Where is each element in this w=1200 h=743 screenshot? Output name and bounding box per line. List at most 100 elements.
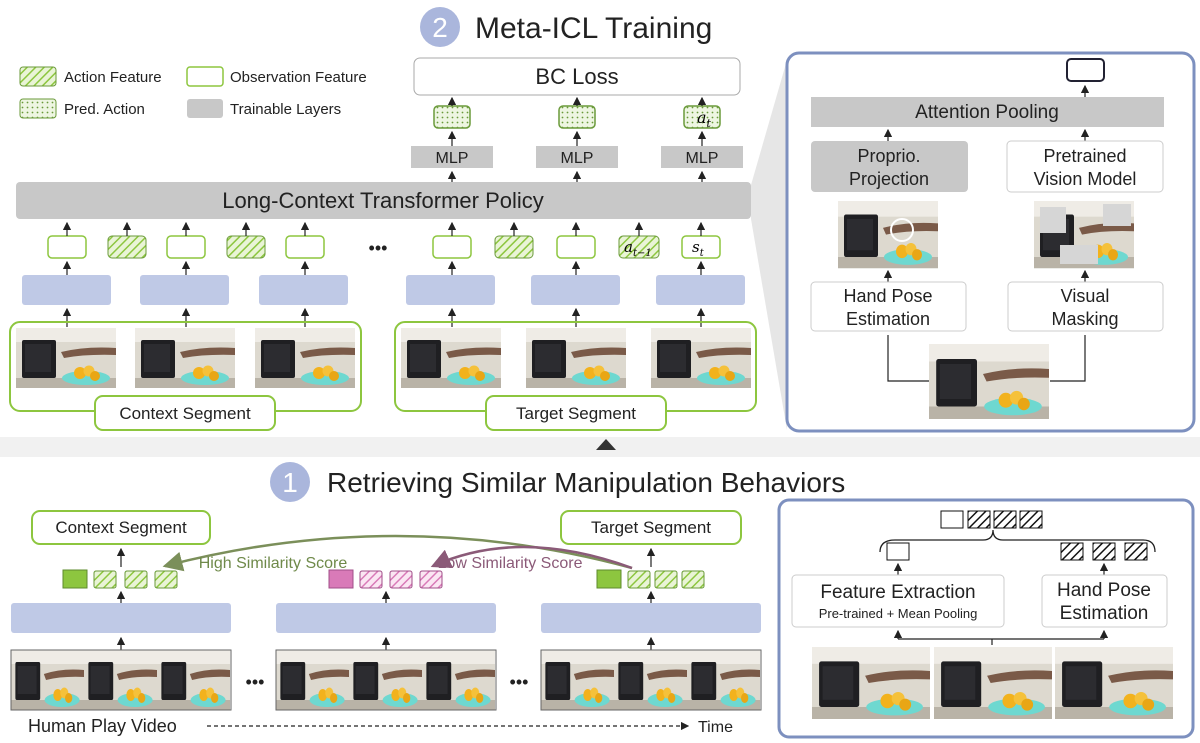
stage-2-number: 2 (432, 12, 448, 43)
token-s-t: st (692, 238, 705, 259)
bc-loss-label: BC Loss (535, 64, 618, 89)
legend-pred-label: Pred. Action (64, 101, 145, 118)
context-frame-image-2 (135, 328, 235, 388)
mlp-1 (411, 146, 493, 168)
visual-masking-label-2: Masking (1051, 309, 1118, 329)
concat-brace (879, 529, 1156, 553)
hand-pose-label-1: Hand Pose (843, 286, 932, 306)
retrieved-context-segment-tag (31, 510, 211, 545)
pred-action-a-t: at (697, 108, 712, 130)
token-ellipsis: ••• (369, 238, 388, 258)
mlp-3 (661, 146, 743, 168)
combined-feature-solid (940, 510, 964, 529)
token-a-prev: at−1 (624, 238, 652, 259)
hand-pose-estimation-block-2 (1041, 574, 1168, 628)
hand-pose-2-label-1: Hand Pose (1057, 580, 1151, 601)
stage-2-badge (420, 7, 460, 47)
hand-pose-2-label-2: Estimation (1060, 603, 1149, 624)
proprio-label-1: Proprio. (857, 146, 920, 166)
retrieval-encoder-1 (11, 603, 231, 633)
feature-extraction-block (791, 574, 1005, 628)
pooled-output-token (1066, 58, 1105, 82)
mlp-3-label: MLP (686, 150, 719, 167)
act-token (494, 235, 534, 259)
visual-masking-label-1: Visual (1061, 286, 1110, 306)
obs-token (166, 235, 206, 259)
legend-observation-swatch (186, 66, 224, 87)
mask-patch (1040, 207, 1066, 233)
inset-zoom-wedge (751, 60, 787, 430)
token-row: at−1 st (47, 235, 721, 259)
context-segment-tag (94, 395, 276, 431)
transformer-label: Long-Context Transformer Policy (222, 188, 544, 213)
obs-token (47, 235, 87, 259)
human-play-video-label: Human Play Video (28, 716, 177, 736)
input-observation-image (929, 344, 1049, 419)
mlp-2 (536, 146, 618, 168)
context-segment-label: Context Segment (119, 404, 251, 423)
pretrained-vision-block (1006, 140, 1164, 193)
act-token (107, 235, 147, 259)
obs-token (556, 235, 596, 259)
legend-trainable-swatch (187, 99, 223, 118)
low-similarity-label: Low Similarity Score (438, 555, 583, 572)
pred-action-1 (433, 105, 471, 129)
mlp-2-label: MLP (561, 150, 594, 167)
hand-keypoint-marker (890, 218, 914, 242)
legend-observation-label: Observation Feature (230, 69, 367, 86)
feature-extraction-label: Feature Extraction (820, 582, 975, 603)
token-arrows (62, 221, 706, 236)
inset-video-frames (812, 647, 1173, 719)
visual-feature-token (886, 542, 910, 561)
attention-pooling-block (811, 97, 1164, 127)
proprio-projection-block (811, 141, 968, 192)
obs-token (285, 235, 325, 259)
video-ellipsis-2: ••• (510, 672, 529, 692)
feature-extraction-sublabel: Pre-trained + Mean Pooling (819, 606, 978, 621)
retrieved-context-label: Context Segment (55, 518, 187, 537)
hand-pose-estimation-block (810, 281, 967, 332)
target-frame-image-2 (526, 328, 626, 388)
target-frame-image-3 (651, 328, 751, 388)
retrieval-encoder-2 (276, 603, 496, 633)
stage-1-badge (270, 462, 310, 502)
proprio-label-2: Projection (849, 169, 929, 189)
target-segment-label: Target Segment (516, 404, 636, 423)
encoder-blocks (22, 275, 745, 305)
hand-pose-image (838, 201, 938, 269)
feature-cell-solid (62, 569, 88, 589)
obs-token (432, 235, 472, 259)
query-target-label: Target Segment (591, 518, 711, 537)
bc-loss-box (413, 57, 741, 96)
pretrained-label-1: Pretrained (1043, 146, 1126, 166)
legend-action-label: Action Feature (64, 69, 162, 86)
up-arrow (596, 439, 616, 450)
query-target-segment-tag (560, 510, 742, 545)
mlp-1-label: MLP (436, 150, 469, 167)
context-frame-image-1 (16, 328, 116, 388)
legend-action-swatch (19, 66, 57, 87)
video-strip-3 (540, 649, 762, 711)
feature-cell-solid (596, 569, 622, 589)
context-frame-image-3 (255, 328, 355, 388)
video-strip-1 (10, 649, 232, 711)
low-similarity-arrow (430, 545, 633, 570)
visual-masking-block (1007, 281, 1164, 332)
target-frame-image-1 (401, 328, 501, 388)
high-similarity-label: High Similarity Score (199, 555, 348, 572)
video-ellipsis-1: ••• (246, 672, 265, 692)
pretrained-label-2: Vision Model (1034, 169, 1137, 189)
time-label: Time (698, 719, 733, 736)
act-token (226, 235, 266, 259)
retrieval-encoder-3 (541, 603, 761, 633)
legend: Action Feature Observation Feature Pred.… (19, 66, 367, 119)
legend-trainable-label: Trainable Layers (230, 101, 341, 118)
attention-pooling-label: Attention Pooling (915, 102, 1059, 123)
transformer-block (16, 182, 751, 219)
feature-cell-solid-pink (328, 569, 354, 589)
high-similarity-arrow (162, 534, 633, 572)
pred-action-2 (558, 105, 596, 129)
mask-patch (1103, 204, 1131, 226)
video-strip-2 (275, 649, 497, 711)
